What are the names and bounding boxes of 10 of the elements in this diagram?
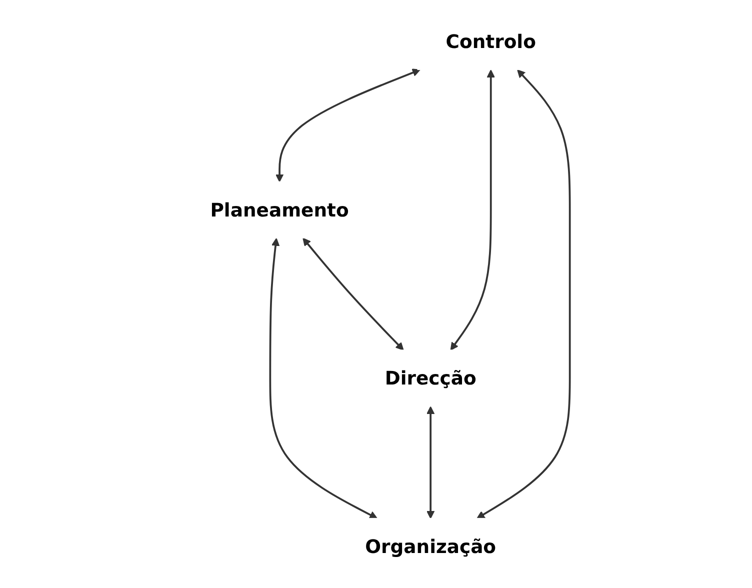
arrow <box>269 238 378 519</box>
node-text: Organização <box>365 535 496 558</box>
arrow <box>450 70 495 350</box>
arrow <box>476 69 571 519</box>
arrow <box>426 406 435 519</box>
node-text: Controlo <box>446 30 536 53</box>
node-text: Direcção <box>384 366 476 390</box>
arrow <box>302 238 404 350</box>
arrow <box>275 68 420 182</box>
node-text: Planeamento <box>210 198 349 222</box>
